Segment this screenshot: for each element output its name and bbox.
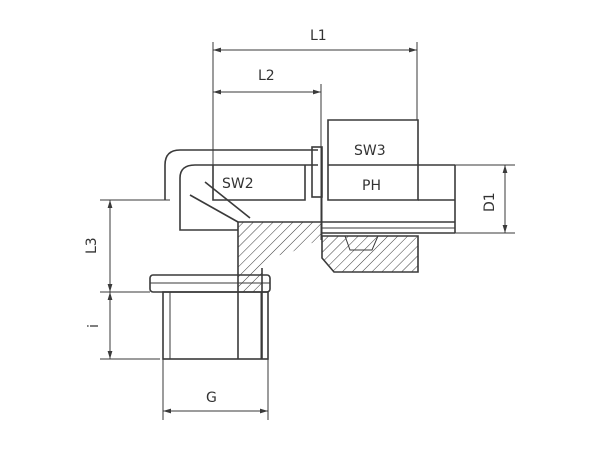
nut-section-hatch [322,236,418,272]
elbow-outer [164,149,318,200]
ferrule [344,235,379,251]
nut-section-outline [321,235,419,273]
sw2-hex-outline [212,165,306,201]
label-ph: PH [362,178,381,194]
label-l1: L1 [310,28,327,44]
label-i: i [86,324,102,328]
dimension-labels: L1 L2 L3 i G D1 SW2 SW3 PH [84,28,498,406]
fitting-body [149,119,456,360]
ph-outline [327,165,419,201]
elbow-diagonal [189,194,239,223]
label-sw2: SW2 [222,176,254,192]
label-g: G [206,390,217,406]
sw3-nut-outline [327,119,419,165]
label-sw3: SW3 [354,143,386,159]
label-d1: D1 [482,192,498,212]
dimension-lines [100,42,515,420]
label-l2: L2 [258,68,275,84]
elbow-inner [179,164,318,200]
body-section-hatch [238,222,322,292]
label-l3: L3 [84,237,100,254]
body-vertical-left [179,200,238,231]
thread-stud [162,291,269,360]
